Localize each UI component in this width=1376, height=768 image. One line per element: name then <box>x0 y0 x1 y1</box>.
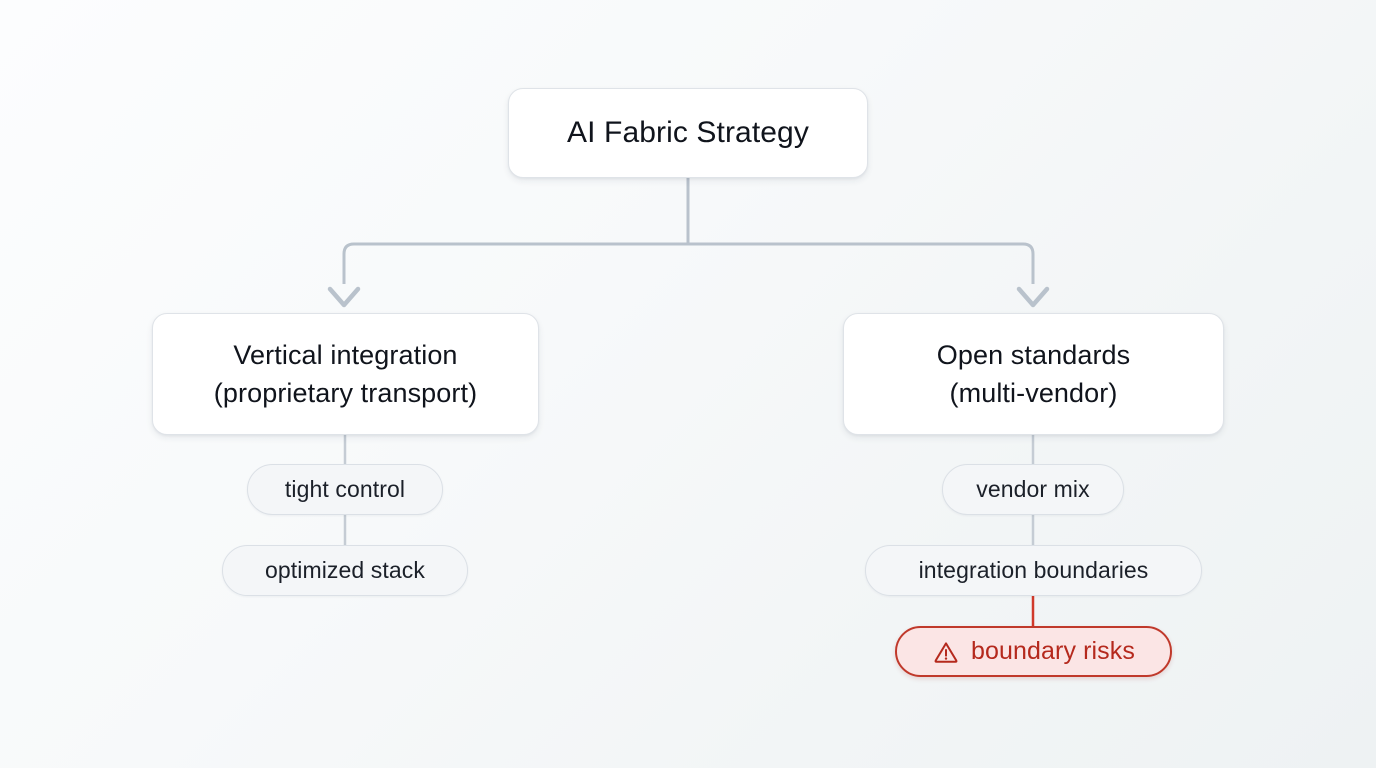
node-vertical-integration[interactable]: Vertical integration (proprietary transp… <box>152 313 539 435</box>
node-label-line-1: Vertical integration <box>233 339 458 370</box>
node-label: vendor mix <box>976 476 1090 502</box>
node-vendor-mix[interactable]: vendor mix <box>942 464 1124 515</box>
node-open-standards[interactable]: Open standards (multi-vendor) <box>843 313 1224 435</box>
arrowhead-vertical-integration-icon <box>327 286 361 308</box>
node-label: AI Fabric Strategy <box>567 116 809 149</box>
node-ai-fabric-strategy[interactable]: AI Fabric Strategy <box>508 88 868 178</box>
node-label-line-2: (proprietary transport) <box>213 378 478 408</box>
edge-root-to-open-standards <box>688 242 1035 284</box>
node-label: optimized stack <box>264 557 425 583</box>
node-optimized-stack[interactable]: optimized stack <box>222 545 468 596</box>
node-label-line-2: (multi-vendor) <box>949 378 1118 408</box>
node-boundary-risks[interactable]: boundary risks <box>895 626 1172 677</box>
node-label: integration boundaries <box>918 557 1149 583</box>
node-label-line-1: Open standards <box>936 339 1131 370</box>
warning-triangle-icon <box>932 638 960 666</box>
node-integration-boundaries[interactable]: integration boundaries <box>865 545 1202 596</box>
node-label-stack: Vertical integration (proprietary transp… <box>214 336 477 413</box>
edge-root-to-vertical-integration <box>342 242 688 284</box>
node-tight-control[interactable]: tight control <box>247 464 443 515</box>
arrowhead-open-standards-icon <box>1016 286 1050 308</box>
node-label: boundary risks <box>971 637 1135 665</box>
node-label-stack: Open standards (multi-vendor) <box>937 336 1131 413</box>
node-label: tight control <box>284 476 406 502</box>
